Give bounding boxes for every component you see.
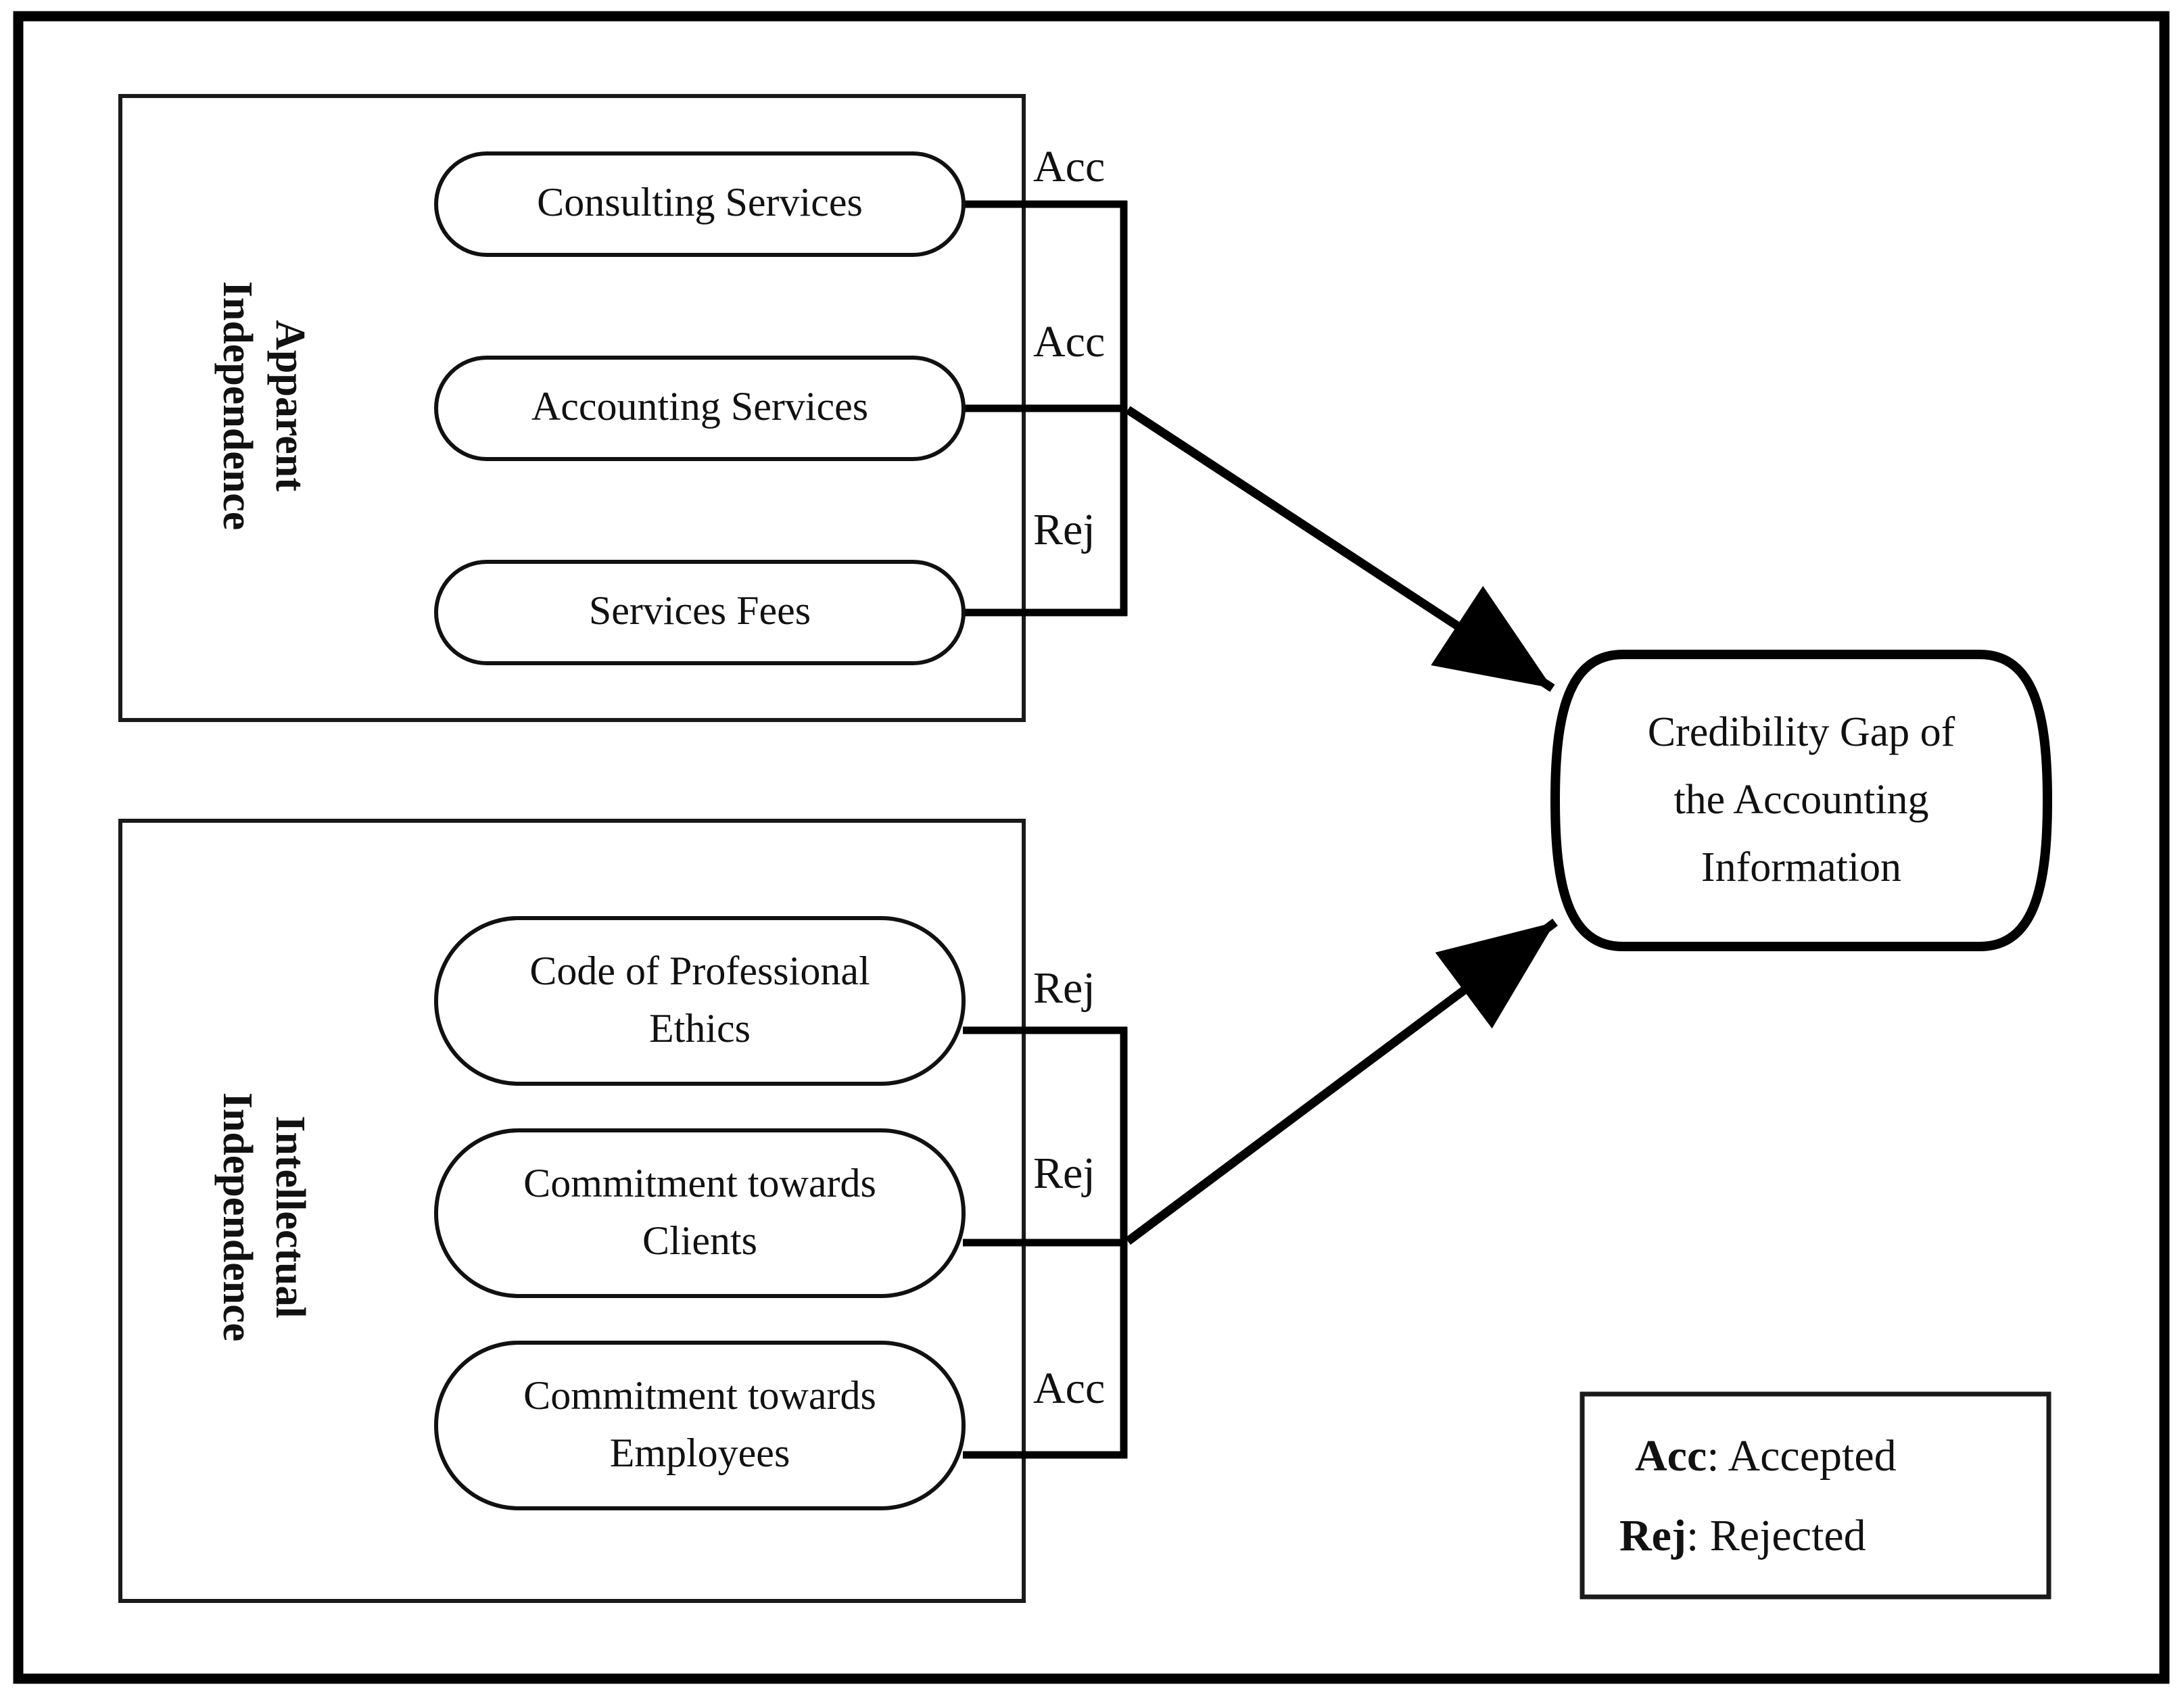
group-label-apparent-line2: Independence — [214, 281, 260, 531]
legend-value-accepted: Accepted — [1728, 1431, 1896, 1481]
node-code-of-professional-ethics[interactable]: Code of Professional Ethics — [434, 916, 966, 1086]
group-label-apparent-independence: Apparent Independence — [214, 281, 313, 531]
legend-sep-acc: : — [1707, 1431, 1728, 1481]
node-shape-commitment-towards-clients — [434, 1128, 966, 1298]
node-services-fees[interactable]: Services Fees — [434, 560, 966, 665]
node-label-code-of-professional-ethics-line1: Code of Professional — [529, 949, 870, 993]
legend-key-rej: Rej — [1619, 1511, 1686, 1560]
node-credibility-gap[interactable]: Credibility Gap of the Accounting Inform… — [1550, 650, 2053, 951]
node-label-services-fees: Services Fees — [589, 588, 811, 633]
node-accounting-services[interactable]: Accounting Services — [434, 356, 966, 461]
edge-label-services-fees: Rej — [1033, 505, 1095, 554]
node-label-credibility-gap-line1: Credibility Gap of — [1648, 709, 1955, 755]
node-label-accounting-services: Accounting Services — [531, 384, 868, 429]
connector-bracket-intellectual — [963, 1026, 1128, 1459]
legend-box-outline — [1580, 1391, 2051, 1600]
node-consulting-services[interactable]: Consulting Services — [434, 151, 966, 257]
edge-label-consulting-services: Acc — [1033, 142, 1105, 191]
legend-sep-rej: : — [1686, 1511, 1710, 1560]
node-commitment-towards-clients[interactable]: Commitment towards Clients — [434, 1128, 966, 1298]
legend-box: Acc: Accepted Rej: Rejected — [1580, 1391, 2051, 1600]
node-shape-services-fees — [434, 560, 966, 665]
edge-label-code-of-professional-ethics: Rej — [1033, 963, 1095, 1013]
node-shape-commitment-towards-employees — [434, 1341, 966, 1510]
node-label-credibility-gap-line3: Information — [1701, 844, 1901, 890]
edge-label-commitment-towards-employees: Acc — [1033, 1364, 1105, 1413]
node-shape-consulting-services — [434, 151, 966, 257]
group-label-intellectual-independence: Intellectual Independence — [214, 1093, 313, 1342]
arrow-apparent-to-credibility-gap — [1125, 406, 1555, 692]
legend-row-accepted: Acc: Accepted — [1635, 1431, 1897, 1481]
node-shape-credibility-gap — [1550, 650, 2053, 951]
group-label-intellectual-line1: Intellectual — [267, 1116, 313, 1318]
node-commitment-towards-employees[interactable]: Commitment towards Employees — [434, 1341, 966, 1510]
node-label-commitment-towards-clients-line1: Commitment towards — [523, 1161, 876, 1205]
edge-label-accounting-services: Acc — [1033, 317, 1105, 366]
node-label-consulting-services: Consulting Services — [537, 180, 863, 224]
legend-row-rejected: Rej: Rejected — [1619, 1511, 1866, 1560]
node-label-commitment-towards-employees-line1: Commitment towards — [523, 1373, 876, 1418]
node-shape-code-of-professional-ethics — [434, 916, 966, 1086]
node-label-code-of-professional-ethics-line2: Ethics — [649, 1006, 751, 1051]
group-label-apparent-line1: Apparent — [267, 320, 313, 492]
connector-bracket-apparent — [963, 200, 1128, 617]
node-label-credibility-gap-line2: the Accounting — [1673, 777, 1928, 823]
arrow-intellectual-to-credibility-gap — [1125, 918, 1558, 1245]
group-label-intellectual-line2: Independence — [214, 1093, 260, 1342]
node-shape-accounting-services — [434, 356, 966, 461]
node-label-commitment-towards-employees-line2: Employees — [610, 1431, 790, 1475]
legend-key-acc: Acc — [1635, 1431, 1707, 1481]
node-label-commitment-towards-clients-line2: Clients — [642, 1218, 757, 1263]
edge-label-commitment-towards-clients: Rej — [1033, 1149, 1095, 1198]
legend-value-rejected: Rejected — [1710, 1511, 1866, 1560]
